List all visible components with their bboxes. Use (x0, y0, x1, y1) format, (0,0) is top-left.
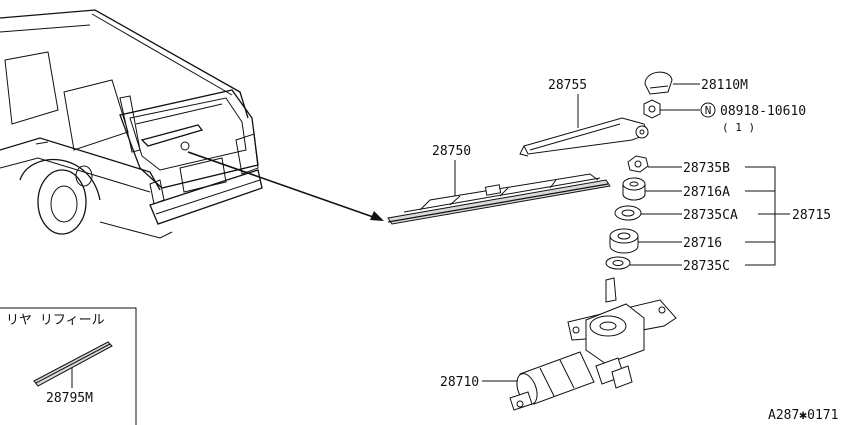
label-28755: 28755 (548, 78, 587, 93)
label-nut-symbol: N (705, 104, 712, 117)
bushing-28716A (622, 177, 646, 201)
label-28735C: 28735C (683, 259, 730, 274)
label-08918-10610: 08918-10610 (720, 104, 806, 119)
wiper-motor-28710 (509, 277, 677, 411)
label-28735B: 28735B (683, 161, 730, 176)
wiper-blade-28750 (387, 173, 611, 225)
refill-title: リヤ リフィール (6, 313, 105, 328)
wiper-arm-28755 (519, 117, 649, 157)
refill-box (0, 307, 137, 425)
label-28710: 28710 (440, 375, 479, 390)
cap-28110M (644, 71, 673, 95)
car-illustration (0, 9, 263, 239)
label-28795M: 28795M (46, 391, 93, 406)
bushing-28716 (609, 228, 639, 254)
label-28715: 28715 (792, 208, 831, 223)
seal-28735C (605, 256, 631, 270)
diagram-code: A287✱0171 (768, 408, 838, 423)
group-bracket-28715 (745, 166, 790, 266)
nut-symbol-circle (700, 102, 716, 118)
nut-08918-10610 (643, 99, 661, 119)
label-28110M: 28110M (701, 78, 748, 93)
label-28750: 28750 (432, 144, 471, 159)
seal-28735B (627, 155, 649, 173)
seal-28735CA (614, 205, 642, 221)
label-nut-qty: ( 1 ) (722, 121, 755, 134)
label-28735CA: 28735CA (683, 208, 738, 223)
label-28716A: 28716A (683, 185, 730, 200)
location-arrow (187, 151, 384, 221)
label-28716: 28716 (683, 236, 722, 251)
